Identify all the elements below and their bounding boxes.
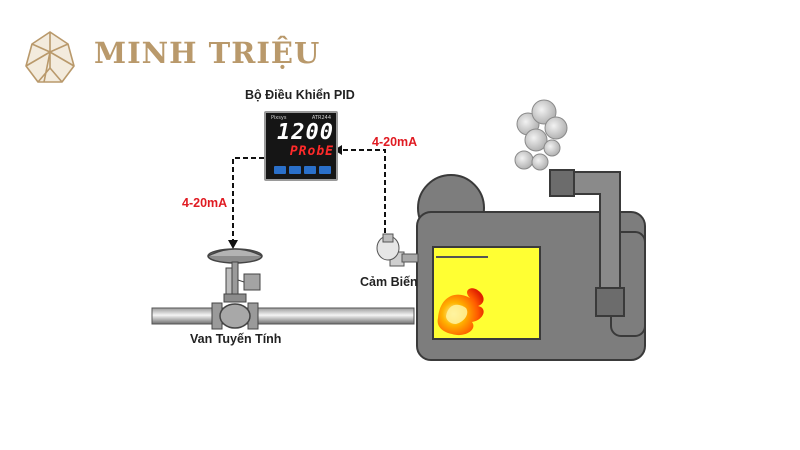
sv-display: PRobE	[289, 144, 334, 159]
pipe	[151, 307, 415, 325]
controller-button-1[interactable]	[274, 166, 286, 174]
controller-title: Bộ Điều Khiển PID	[245, 88, 355, 102]
input-signal-line	[342, 149, 386, 233]
input-signal-label: 4-20mA	[372, 135, 418, 149]
temperature-sensor	[376, 233, 419, 267]
pid-controller: Pixsys ATR244 1200 PRobE	[264, 111, 338, 181]
controller-model: ATR244	[311, 115, 331, 121]
brand: MINH TRIỆU	[18, 30, 319, 86]
control-valve	[207, 248, 263, 330]
chimney	[549, 169, 625, 317]
sensor-label: Cảm Biến	[360, 275, 418, 289]
controller-maker: Pixsys	[271, 115, 287, 121]
output-signal-label: 4-20mA	[182, 196, 228, 210]
controller-button-4[interactable]	[319, 166, 331, 174]
flame	[437, 288, 484, 336]
controller-button-2[interactable]	[289, 166, 301, 174]
smoke	[514, 99, 568, 171]
controller-button-3[interactable]	[304, 166, 316, 174]
pv-display: 1200	[277, 120, 334, 145]
signal-lines	[232, 149, 386, 242]
controller-arrow-head	[334, 145, 342, 155]
valve-arrow-head	[228, 240, 238, 249]
output-signal-line	[232, 157, 264, 242]
valve-label: Van Tuyến Tính	[190, 332, 282, 346]
crystal-logo-icon	[25, 31, 75, 83]
brand-name: MINH TRIỆU	[94, 36, 321, 70]
